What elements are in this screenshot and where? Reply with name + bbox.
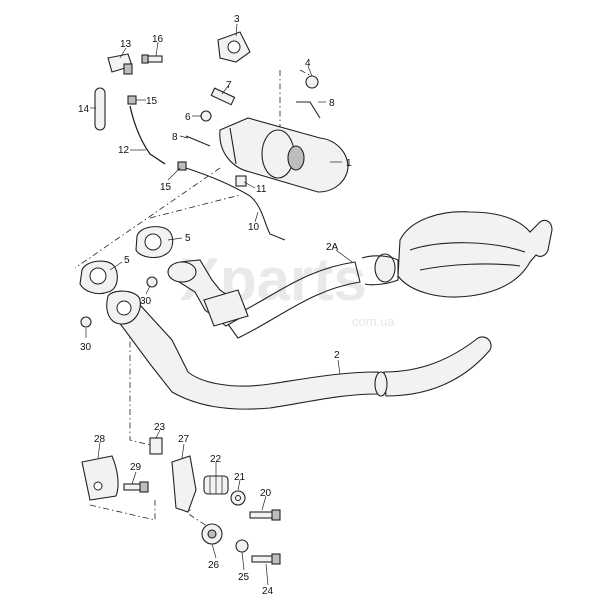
bolt-29 <box>123 481 149 493</box>
label-2: 2 <box>334 350 340 361</box>
label-29: 29 <box>130 462 142 473</box>
label-8-left: 8 <box>172 132 178 143</box>
rear-pipe-2a-joint <box>361 255 399 286</box>
sensor-8-right <box>296 101 321 119</box>
rear-muffler <box>374 211 553 298</box>
label-10: 10 <box>248 222 260 233</box>
bracket-28 <box>81 455 119 501</box>
spacer-23 <box>149 437 163 455</box>
label-8-right: 8 <box>329 98 335 109</box>
label-15-upper: 15 <box>146 96 158 107</box>
label-30-lower: 30 <box>80 342 92 353</box>
label-23: 23 <box>154 422 166 433</box>
bushing-26 <box>201 523 223 545</box>
front-pipe-2-end <box>383 336 492 397</box>
label-28: 28 <box>94 434 106 445</box>
label-11: 11 <box>256 184 267 195</box>
part-labels: 1 2 2A 3 4 5 5 6 7 8 8 10 11 12 13 14 15… <box>78 14 352 597</box>
leader-lines <box>85 23 353 586</box>
pipe-10 <box>185 167 286 241</box>
watermark-domain: com.ua <box>352 314 395 329</box>
label-27: 27 <box>178 434 190 445</box>
label-12: 12 <box>118 145 130 156</box>
label-25: 25 <box>238 572 250 583</box>
nut-6 <box>200 110 212 122</box>
label-26: 26 <box>208 560 220 571</box>
label-5-lower: 5 <box>124 255 130 266</box>
clip-11 <box>235 175 247 187</box>
washer-25 <box>235 539 249 553</box>
label-22: 22 <box>210 454 222 465</box>
sensor-8-left <box>185 135 211 147</box>
bolt-24 <box>251 553 281 565</box>
pressure-sensor-13 <box>107 53 133 75</box>
nut-4 <box>305 75 319 89</box>
sensor-7 <box>210 87 236 106</box>
hose-12-inner <box>129 105 166 165</box>
front-cat-pipe <box>167 259 249 327</box>
label-14: 14 <box>78 104 90 115</box>
label-16: 16 <box>152 34 164 45</box>
label-15-lower: 15 <box>160 182 172 193</box>
label-1: 1 <box>346 158 352 169</box>
hanger-27 <box>171 455 197 513</box>
gasket-5-lower <box>79 260 118 295</box>
gasket-5-upper <box>135 226 174 259</box>
label-4: 4 <box>305 58 311 69</box>
washer-21 <box>230 490 246 506</box>
label-3: 3 <box>234 14 240 25</box>
front-pipe-flange <box>106 290 141 325</box>
bolt-16 <box>141 54 163 64</box>
clamp-15-lower <box>177 161 187 171</box>
gasket-3 <box>217 31 251 63</box>
label-20: 20 <box>260 488 272 499</box>
label-21: 21 <box>234 472 246 483</box>
rear-pipe-2a <box>224 261 361 339</box>
label-24: 24 <box>262 586 274 597</box>
label-6: 6 <box>185 112 191 123</box>
catalytic-converter <box>219 117 349 193</box>
label-30-upper: 30 <box>140 296 152 307</box>
bushing-22 <box>203 475 229 495</box>
nut-30-lower <box>80 316 92 328</box>
label-13: 13 <box>120 39 132 50</box>
label-5-upper: 5 <box>185 233 191 244</box>
nut-30-upper <box>146 276 158 288</box>
sleeve-14 <box>94 87 106 131</box>
hose-12 <box>129 105 166 165</box>
label-7: 7 <box>226 80 232 91</box>
bolt-20 <box>249 509 281 521</box>
clamp-15-upper <box>127 95 137 105</box>
label-2a: 2A <box>326 242 339 253</box>
